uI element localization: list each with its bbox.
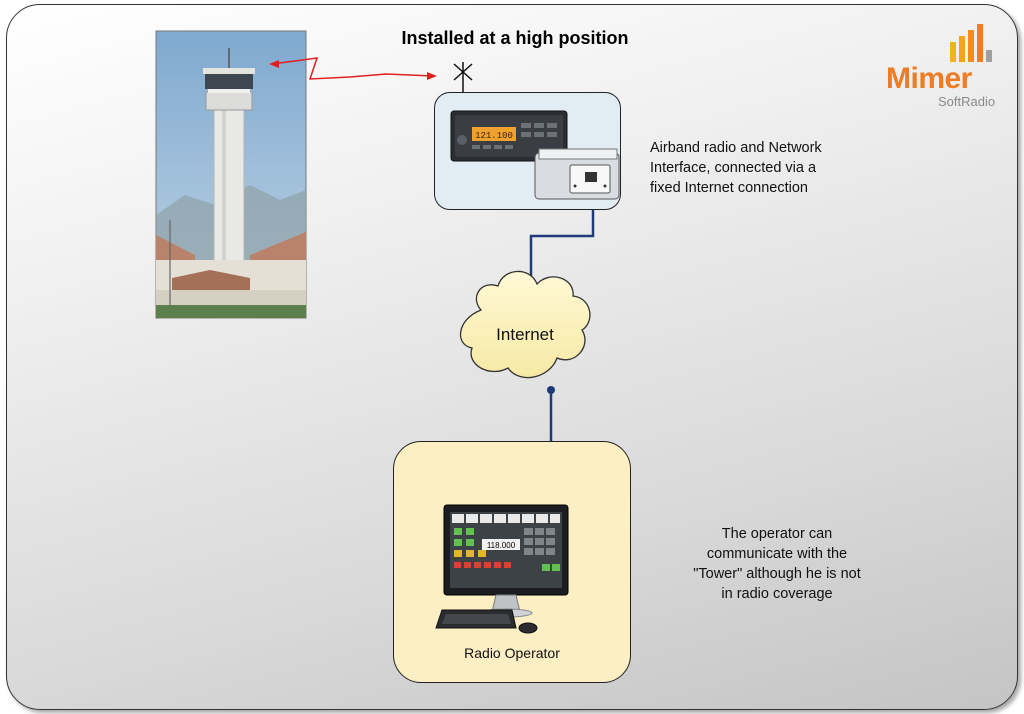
radio-equipment-graphic: 121.100 bbox=[450, 110, 620, 200]
keyboard-icon bbox=[435, 609, 517, 629]
operator-description-line: "Tower" although he is not bbox=[693, 566, 861, 582]
signal-bars-icon bbox=[950, 24, 992, 62]
radio-unit-icon: 121.100 bbox=[450, 110, 568, 162]
operator-box: 118.000 bbox=[393, 441, 631, 683]
tower-photo bbox=[155, 30, 307, 319]
operator-description-line: in radio coverage bbox=[721, 586, 833, 602]
radio-equipment-box: 121.100 bbox=[434, 92, 621, 210]
radio-description-line: fixed Internet connection bbox=[650, 180, 808, 196]
radio-description: Airband radio and Network Interface, con… bbox=[650, 138, 880, 198]
mouse-icon bbox=[518, 622, 538, 634]
radio-description-line: Interface, connected via a bbox=[650, 160, 817, 176]
radio-signal-link bbox=[269, 57, 437, 80]
logo-product: SoftRadio bbox=[938, 94, 996, 109]
computer-monitor-icon: 118.000 bbox=[443, 504, 569, 618]
radio-display-text: 121.100 bbox=[475, 131, 513, 141]
operator-description-line: communicate with the bbox=[706, 546, 848, 562]
diagram-title: Installed at a high position bbox=[401, 28, 629, 48]
network-interface-icon bbox=[534, 148, 620, 200]
logo-brand: Mimer bbox=[886, 62, 972, 95]
operator-description-line: The operator can bbox=[721, 526, 833, 542]
radio-operator-label: Radio Operator bbox=[464, 645, 560, 661]
radio-description-line: Airband radio and Network bbox=[650, 140, 822, 156]
cloud-icon bbox=[459, 270, 591, 379]
operator-description: The operator can communicate with the "T… bbox=[672, 524, 882, 604]
internet-label: Internet bbox=[496, 325, 554, 344]
screen-frequency-text: 118.000 bbox=[487, 541, 516, 550]
operator-workstation-graphic: 118.000 bbox=[435, 504, 569, 634]
